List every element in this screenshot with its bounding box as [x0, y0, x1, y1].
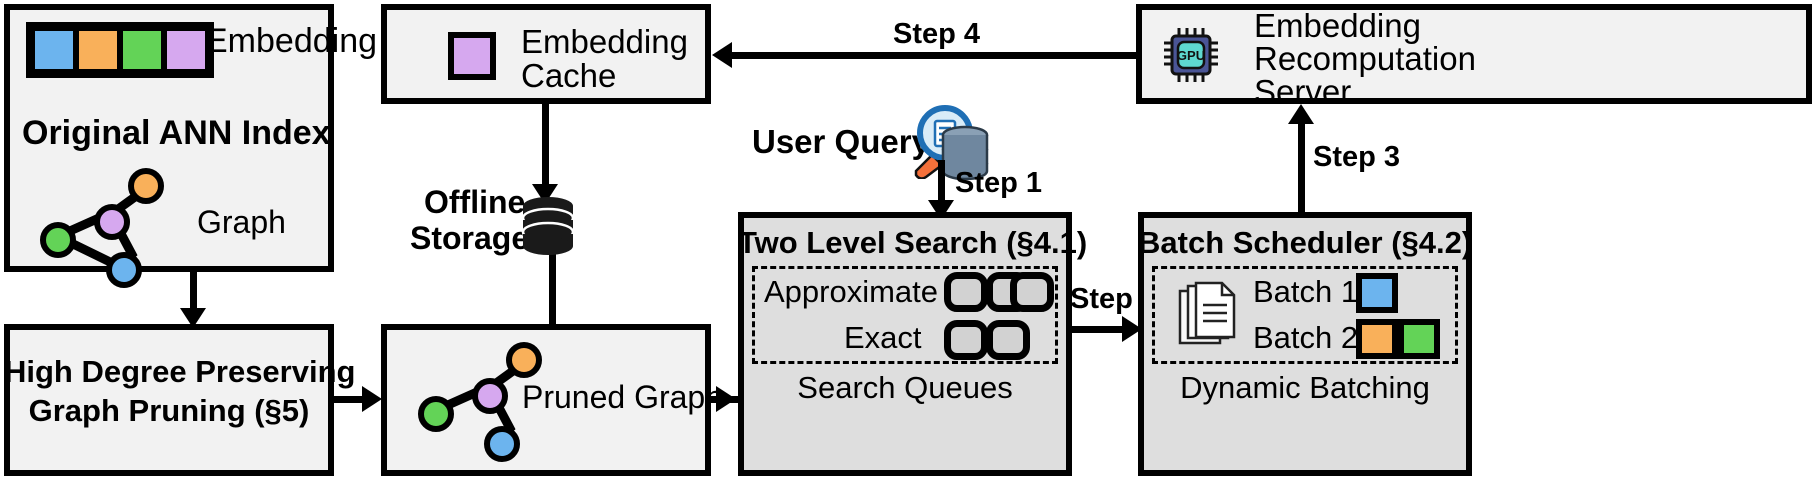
arrow-step3-line [1298, 122, 1305, 214]
offline-storage-label-line1: Offline [424, 184, 526, 220]
offline-storage-label-line2: Storage [410, 220, 530, 256]
approximate-queue-cell [944, 272, 988, 312]
approximate-row-label: Approximate [764, 274, 939, 309]
step1-label: Step 1 [955, 167, 1043, 199]
batch-1-label: Batch 1 [1253, 274, 1359, 309]
embedding-cache-box [381, 4, 711, 104]
graph-pruning-title-line1: High Degree Preserving [4, 354, 356, 389]
embedding-label: Embedding [205, 22, 378, 60]
arrow-pruned-to-search-head [716, 386, 736, 412]
two-level-search-title: Two Level Search (§4.1) [738, 225, 1088, 260]
original-graph-glyph [40, 168, 164, 288]
graph-pruning-box [4, 324, 334, 476]
embedding-swatch [32, 28, 76, 72]
graph-node [128, 168, 164, 204]
recomputation-server-line2: Recomputation [1254, 40, 1476, 77]
arrow-cache-to-storage-line [542, 104, 549, 188]
arrow-step2-line [1072, 326, 1134, 333]
exact-queue-cell [986, 320, 1030, 360]
exact-queue-cell [944, 320, 988, 360]
batch-2-label: Batch 2 [1253, 320, 1359, 355]
dynamic-batching-dashed-region [1152, 266, 1458, 364]
arrow-step4-head [712, 42, 732, 68]
exact-row-label: Exact [844, 320, 922, 355]
graph-node [106, 252, 142, 288]
arrow-step4-line [722, 52, 1136, 59]
documents-icon [1178, 281, 1236, 345]
embedding-cache-title-line2: Cache [521, 57, 617, 94]
arrow-step3-head [1288, 104, 1314, 124]
embedding-swatch [164, 28, 208, 72]
graph-label: Graph [197, 204, 286, 240]
embedding-swatch-strip [26, 22, 214, 78]
graph-node [484, 426, 520, 462]
graph-node [94, 204, 130, 240]
arrow-step1-line [938, 160, 945, 208]
graph-node [506, 342, 542, 378]
arrow-index-to-pruning-head [180, 308, 206, 328]
gpu-chip-icon: GPU [1164, 28, 1218, 82]
graph-node [418, 396, 454, 432]
pruned-graph-label: Pruned Graph [522, 379, 724, 415]
recomputation-server-line1: Embedding [1254, 7, 1421, 44]
batch-2-swatch [1398, 319, 1440, 359]
embedding-cache-title-line1: Embedding [521, 23, 688, 60]
arrow-pruning-to-pruned-line [334, 396, 370, 403]
recomputation-server-box [1136, 4, 1812, 104]
approximate-queue-cell [1010, 272, 1054, 312]
pruned-graph-glyph [418, 342, 542, 462]
dynamic-batching-caption: Dynamic Batching [1180, 370, 1430, 405]
arrow-step2-head [1122, 316, 1142, 342]
arrow-pruning-to-pruned-head [362, 386, 382, 412]
user-query-label: User Query [752, 123, 930, 160]
batch-2-swatch [1356, 319, 1398, 359]
embedding-swatch [76, 28, 120, 72]
embedding-cache-swatch [448, 32, 496, 80]
recomputation-server-line3: Server [1254, 73, 1352, 110]
batch-scheduler-title: Batch Scheduler (§4.2) [1138, 225, 1473, 260]
batch-1-swatch [1356, 273, 1398, 313]
step4-label: Step 4 [893, 18, 981, 50]
arrow-index-to-pruning-line [190, 272, 197, 312]
search-queues-caption: Search Queues [797, 370, 1013, 405]
original-ann-index-title: Original ANN Index [22, 114, 331, 152]
graph-pruning-title-line2: Graph Pruning (§5) [28, 393, 310, 428]
gpu-chip-text: GPU [1177, 48, 1205, 63]
database-icon [521, 197, 575, 255]
arrow-pruned-to-storage-line [549, 248, 556, 326]
search-queues-dashed-region [752, 266, 1058, 364]
graph-node [472, 378, 508, 414]
step3-label: Step 3 [1313, 141, 1401, 173]
embedding-swatch [120, 28, 164, 72]
graph-node [40, 222, 76, 258]
